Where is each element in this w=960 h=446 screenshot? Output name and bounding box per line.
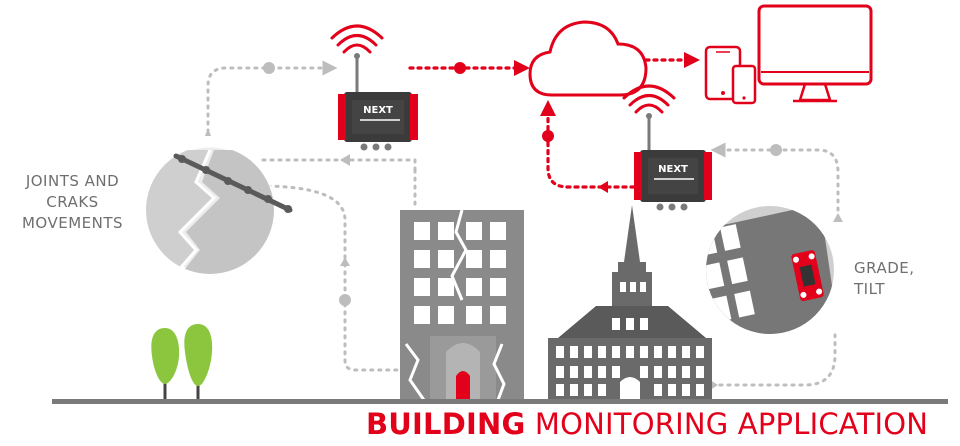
joints-cracks-label: JOINTS AND CRAKS MOVEMENTS xyxy=(0,171,145,234)
svg-text:NEXT: NEXT xyxy=(363,105,393,116)
building-windows xyxy=(414,222,506,324)
ground-line xyxy=(52,399,948,404)
gateway-icon: NEXT xyxy=(634,150,712,211)
gateway-right: NEXT xyxy=(622,84,712,211)
gray-data-paths xyxy=(206,60,840,387)
joints-cracks-line-3: MOVEMENTS xyxy=(21,214,124,232)
red-path-markers xyxy=(454,62,608,193)
wifi-icon xyxy=(330,24,384,54)
svg-text:NEXT: NEXT xyxy=(658,164,688,175)
historic-windows xyxy=(556,346,704,396)
grade-tilt-line-1: GRADE, xyxy=(854,259,915,277)
title-rest: MONITORING APPLICATION xyxy=(534,407,929,441)
grade-tilt-line-2: TILT xyxy=(854,280,886,298)
cloud-icon xyxy=(528,20,648,97)
tree-icon xyxy=(151,328,180,400)
wifi-icon xyxy=(622,84,676,114)
gateway-icon: NEXT xyxy=(338,92,418,151)
crack-sensor-icon xyxy=(144,144,293,276)
monitor-icon xyxy=(757,4,873,103)
joints-cracks-line-2: CRAKS xyxy=(46,193,99,211)
phone-icon xyxy=(731,64,757,105)
grade-tilt-label: GRADE, TILT xyxy=(854,258,954,300)
page-title: BUILDING MONITORING APPLICATION xyxy=(366,405,956,443)
tilt-sensor-icon xyxy=(704,204,836,336)
tree-icon xyxy=(184,324,213,400)
title-bold: BUILDING xyxy=(366,407,526,441)
historic-building xyxy=(548,205,712,400)
gateway-top: NEXT xyxy=(330,24,418,151)
office-building xyxy=(400,209,524,401)
joints-cracks-line-1: JOINTS AND xyxy=(25,172,120,190)
